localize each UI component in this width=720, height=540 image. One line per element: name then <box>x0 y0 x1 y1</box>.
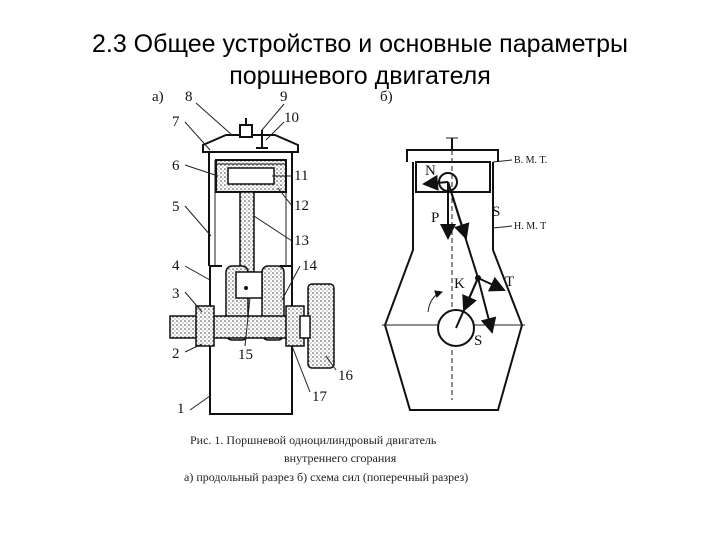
leader-3 <box>184 291 203 313</box>
part-leader-lines <box>184 102 337 411</box>
cylinder-outline <box>383 162 524 411</box>
leader-13 <box>253 215 293 242</box>
part-label-16: 16 <box>338 368 354 384</box>
part-label-14: 14 <box>302 258 318 274</box>
leader-5 <box>184 205 212 237</box>
part-label-3: 3 <box>172 286 180 302</box>
leader-4 <box>184 265 211 281</box>
force-vector-k <box>462 277 479 312</box>
bdc-leader <box>492 225 513 229</box>
part-label-10: 10 <box>284 110 299 126</box>
piston-pin-boss <box>227 167 275 185</box>
part-label-9: 9 <box>280 89 288 105</box>
force-label-s-top: S <box>492 204 500 220</box>
force-diagram-view: б) В. М. Т. Н. М. Т N P S <box>380 89 547 411</box>
longitudinal-section-view: а) <box>152 89 354 417</box>
leader-12 <box>277 187 293 207</box>
view-b-label: б) <box>380 89 393 105</box>
slide-title: 2.3 Общее устройство и основные параметр… <box>0 28 720 92</box>
leader-10 <box>265 121 285 141</box>
force-vector-n <box>422 174 449 191</box>
cylinder-head <box>202 134 299 153</box>
force-label-p: P <box>431 210 439 226</box>
leader-16 <box>325 355 337 371</box>
part-label-17: 17 <box>312 389 328 405</box>
leader-15 <box>244 297 251 347</box>
force-label-n: N <box>425 163 436 179</box>
part-label-12: 12 <box>294 198 309 214</box>
main-bearing-left <box>195 305 215 347</box>
force-vector-s-top <box>447 181 470 240</box>
part-number-labels: 1 2 3 4 5 6 7 8 9 10 11 12 13 14 15 16 1… <box>172 89 354 417</box>
rotation-arrow <box>427 290 443 313</box>
leader-7 <box>184 121 211 151</box>
leader-2 <box>184 343 203 353</box>
caption-line-3: а) продольный разрез б) схема сил (попер… <box>184 470 468 484</box>
tdc-leader <box>492 159 513 163</box>
force-vector-t <box>477 276 506 292</box>
leader-1 <box>189 395 211 411</box>
part-label-8: 8 <box>185 89 193 105</box>
part-label-2: 2 <box>172 346 180 362</box>
part-label-5: 5 <box>172 199 180 215</box>
part-label-15: 15 <box>238 347 253 363</box>
leader-6 <box>184 164 219 177</box>
part-label-6: 6 <box>172 158 180 174</box>
slide-title-line-1: 2.3 Общее устройство и основные параметр… <box>91 30 628 58</box>
flywheel-hub <box>299 315 311 339</box>
crank-pin-center <box>244 286 248 290</box>
leader-14 <box>281 265 301 301</box>
view-a-label: а) <box>152 89 164 105</box>
caption-line-1: Рис. 1. Поршневой одноцилиндровый двигат… <box>190 433 437 447</box>
force-label-t: T <box>505 274 514 290</box>
flywheel <box>307 283 335 369</box>
leader-8 <box>195 102 233 136</box>
figure-caption: Рис. 1. Поршневой одноцилиндровый двигат… <box>184 433 468 484</box>
part-label-11: 11 <box>294 168 308 184</box>
connecting-rod <box>239 191 255 273</box>
tdc-label: В. М. Т. <box>514 155 547 166</box>
spark-plug <box>239 124 253 138</box>
leader-9 <box>261 103 285 131</box>
part-label-7: 7 <box>172 114 180 130</box>
leader-17 <box>291 345 311 393</box>
part-label-13: 13 <box>294 233 309 249</box>
part-label-1: 1 <box>177 401 185 417</box>
crank-pin <box>235 271 263 299</box>
caption-line-2: внутреннего сгорания <box>284 451 397 465</box>
crankshaft <box>169 315 303 339</box>
slide-title-line-2: поршневого двигателя <box>229 62 491 90</box>
bdc-label: Н. М. Т <box>514 221 546 232</box>
force-vector-s-bottom <box>477 277 497 334</box>
part-label-4: 4 <box>172 258 180 274</box>
force-label-k: K <box>454 276 465 292</box>
force-label-s-bottom: S <box>474 333 482 349</box>
